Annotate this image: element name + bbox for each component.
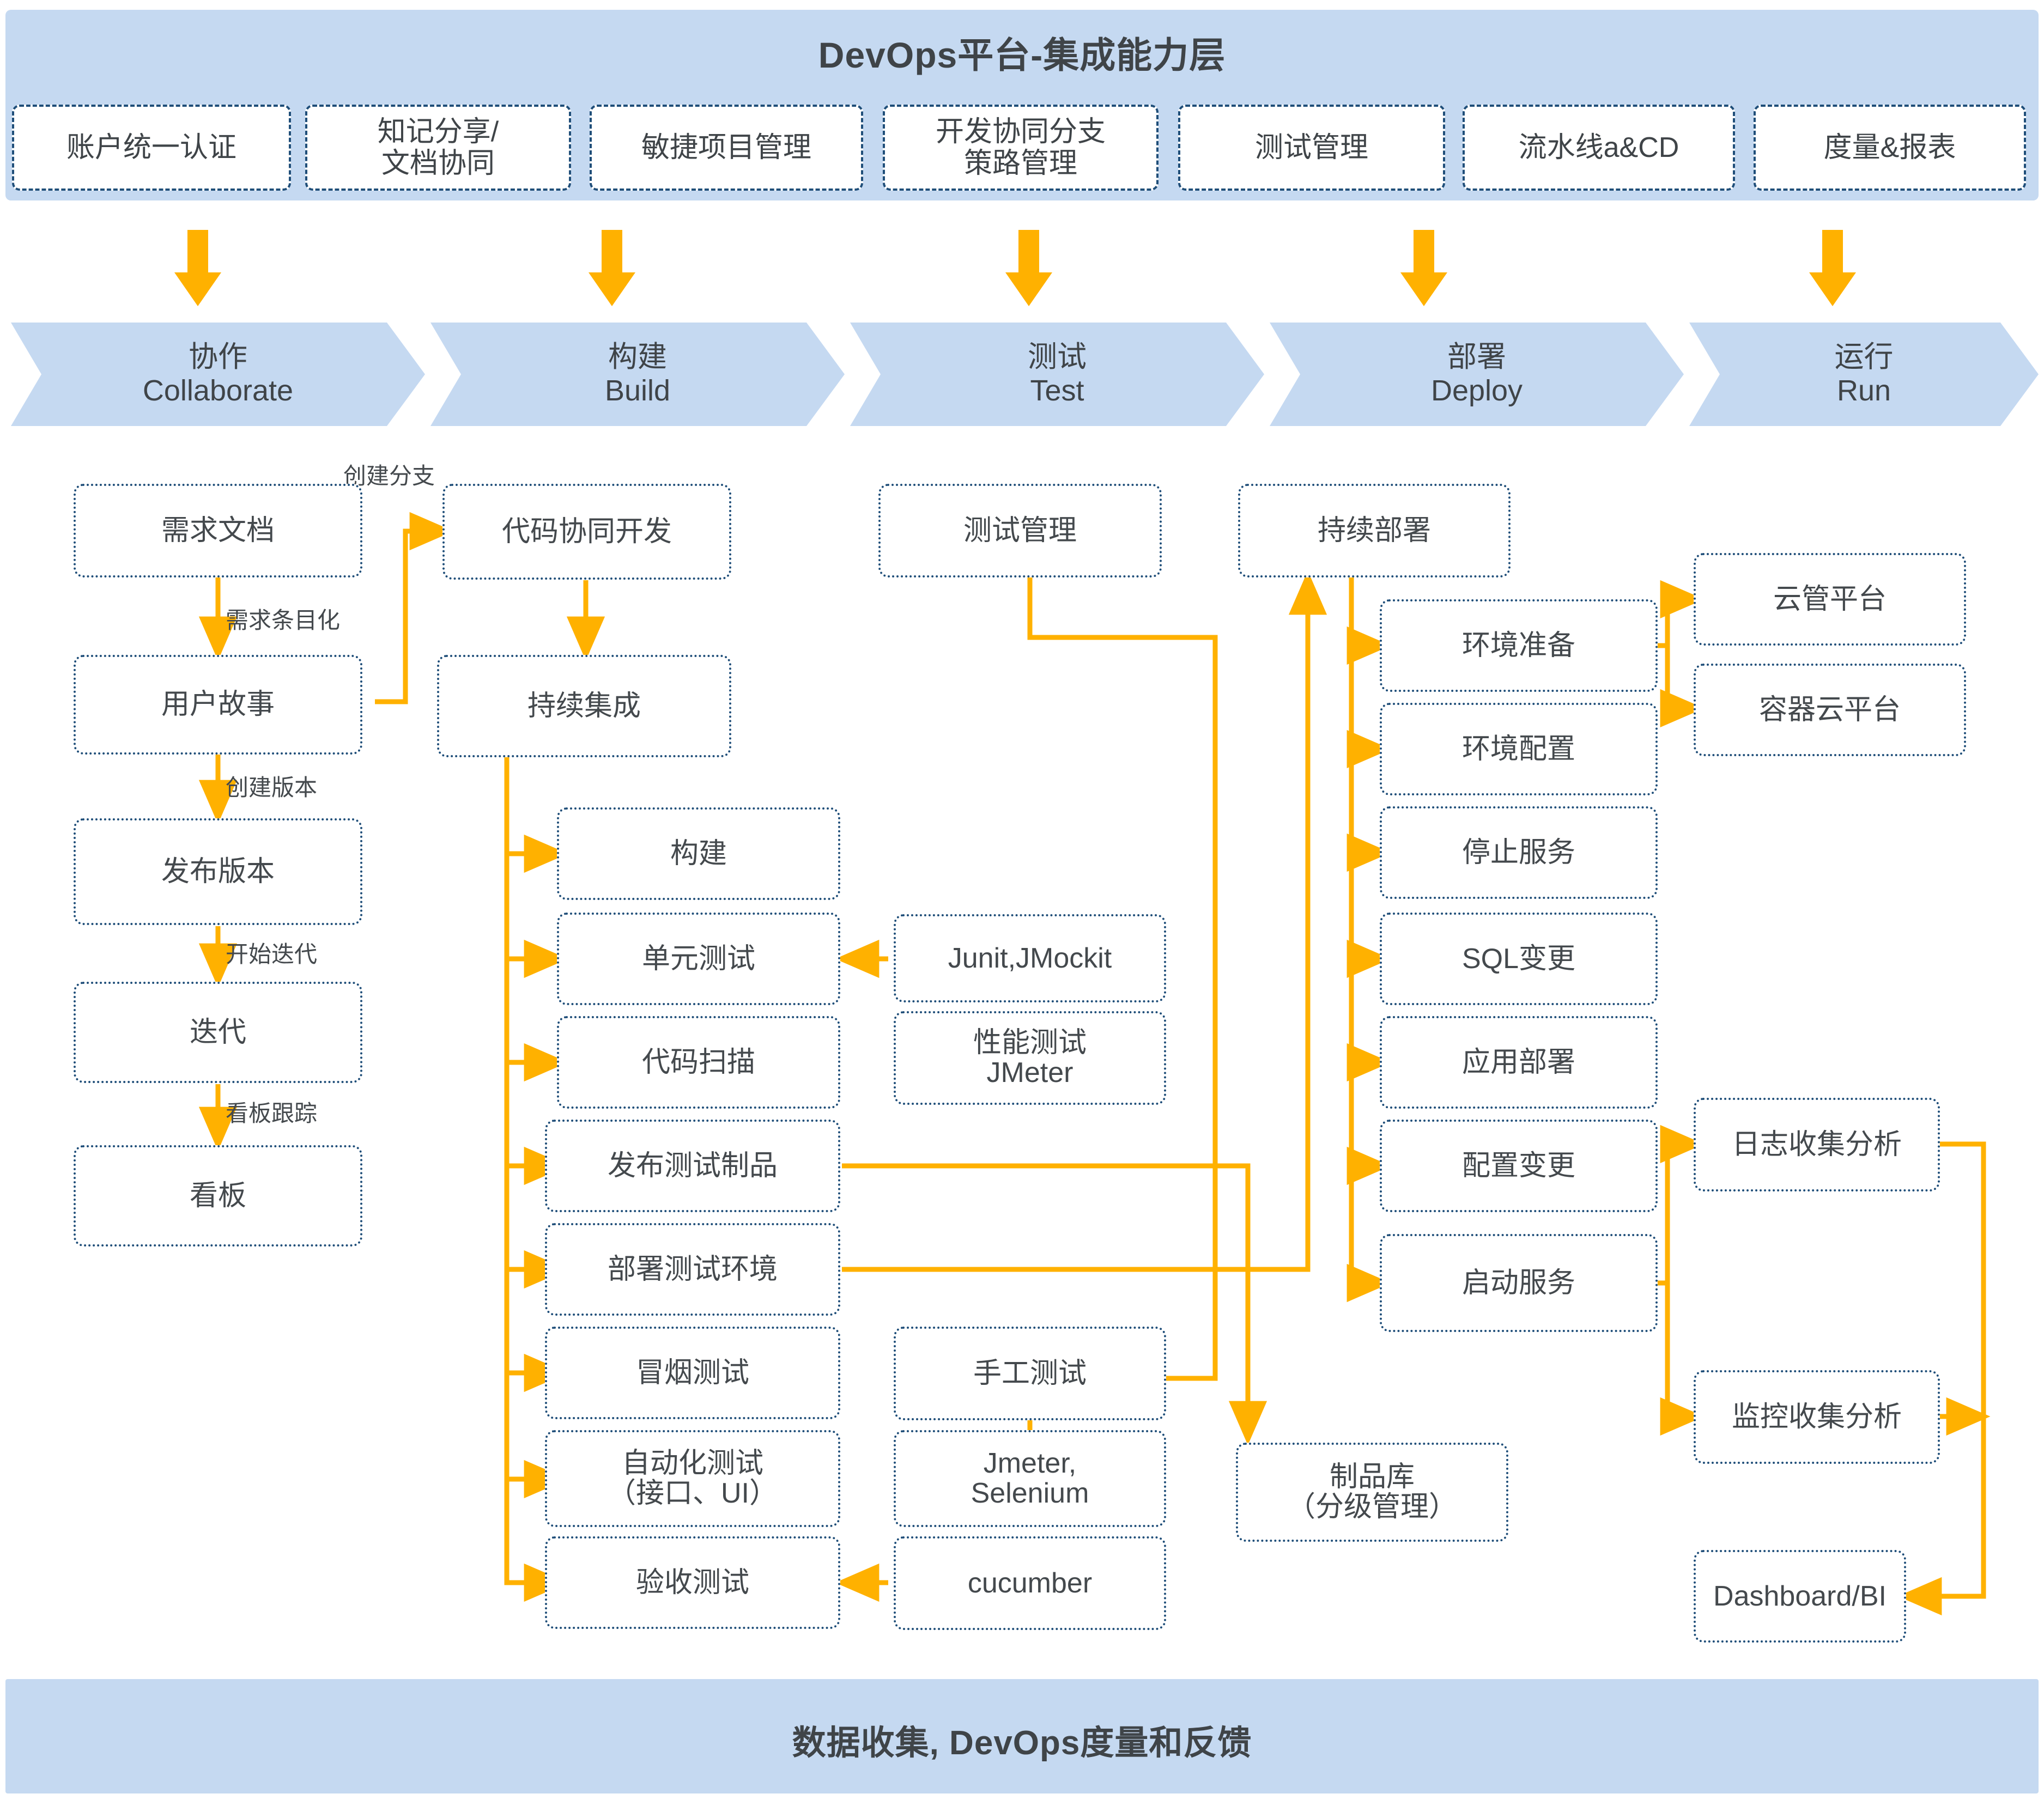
node-publish-test-artifact[interactable]: 发布测试制品	[545, 1120, 840, 1212]
phase-run-cn: 运行	[1834, 340, 1894, 374]
node-artifact-repo[interactable]: 制品库（分级管理）	[1236, 1443, 1508, 1542]
phase-test-en: Test	[1030, 374, 1084, 407]
down-arrow-build	[589, 230, 635, 306]
node-monitor-collect-analysis[interactable]: 监控收集分析	[1694, 1370, 1940, 1464]
node-unit-test[interactable]: 单元测试	[557, 913, 840, 1005]
node-deploy-test-env[interactable]: 部署测试环境	[545, 1223, 840, 1316]
data-feedback-banner	[5, 1679, 2039, 1793]
node-cucumber[interactable]: cucumber	[894, 1536, 1166, 1630]
phase-collaborate[interactable]: 协作 Collaborate	[11, 323, 425, 426]
node-container-cloud-platform[interactable]: 容器云平台	[1694, 664, 1966, 756]
down-arrow-collaborate	[174, 230, 221, 306]
node-release-version[interactable]: 发布版本	[74, 818, 362, 925]
node-continuous-deploy[interactable]: 持续部署	[1238, 484, 1511, 577]
node-automation-test[interactable]: 自动化测试（接口、UI）	[545, 1430, 840, 1527]
node-code-collab-dev[interactable]: 代码协同开发	[442, 484, 731, 580]
node-iteration[interactable]: 迭代	[74, 982, 362, 1083]
phase-run[interactable]: 运行 Run	[1689, 323, 2039, 426]
node-sql-change[interactable]: SQL变更	[1380, 913, 1658, 1005]
node-log-collect-analysis[interactable]: 日志收集分析	[1694, 1098, 1940, 1191]
node-user-story[interactable]: 用户故事	[74, 655, 362, 755]
node-junit-jmockit[interactable]: Junit,JMockit	[894, 914, 1166, 1002]
edge-label-start-iteration: 开始迭代	[226, 941, 318, 967]
node-start-service[interactable]: 启动服务	[1380, 1234, 1658, 1332]
edge-label-requirement-itemize: 需求条目化	[226, 607, 341, 633]
phase-collaborate-en: Collaborate	[142, 374, 294, 407]
capability-chip-branch-strategy[interactable]: 开发协同分支策路管理	[883, 105, 1159, 191]
node-config-change[interactable]: 配置变更	[1380, 1120, 1658, 1212]
phase-run-en: Run	[1836, 374, 1891, 407]
node-cloud-mgmt-platform[interactable]: 云管平台	[1694, 553, 1966, 646]
page-title: DevOps平台-集成能力层	[818, 35, 1226, 75]
capability-chip-agile-project[interactable]: 敏捷项目管理	[590, 105, 863, 191]
phase-deploy-cn: 部署	[1447, 340, 1506, 374]
capability-chip-account-auth[interactable]: 账户统一认证	[12, 105, 291, 191]
node-smoke-test[interactable]: 冒烟测试	[545, 1327, 840, 1419]
edge-label-create-version: 创建版本	[226, 775, 318, 800]
capability-chip-test-management[interactable]: 测试管理	[1178, 105, 1445, 191]
capability-chip-pipeline-cicd[interactable]: 流水线a&CD	[1463, 105, 1735, 191]
bottom-banner-title: 数据收集, DevOps度量和反馈	[792, 1724, 1252, 1762]
phase-build-en: Build	[604, 374, 671, 407]
node-stop-service[interactable]: 停止服务	[1380, 806, 1658, 899]
capability-chip-metrics-report[interactable]: 度量&报表	[1754, 105, 2026, 191]
phase-test[interactable]: 测试 Test	[850, 323, 1264, 426]
node-continuous-integration[interactable]: 持续集成	[437, 655, 731, 757]
node-build[interactable]: 构建	[557, 807, 840, 900]
edge-label-create-branch: 创建分支	[343, 463, 435, 489]
node-kanban[interactable]: 看板	[74, 1145, 362, 1246]
node-requirement-doc[interactable]: 需求文档	[74, 484, 362, 577]
edge-label-kanban-track: 看板跟踪	[226, 1100, 318, 1126]
node-code-scan[interactable]: 代码扫描	[557, 1016, 840, 1109]
node-test-management[interactable]: 测试管理	[878, 484, 1162, 577]
down-arrow-deploy	[1400, 230, 1447, 306]
down-arrow-run	[1809, 230, 1856, 306]
node-app-deploy[interactable]: 应用部署	[1380, 1016, 1658, 1109]
phase-build[interactable]: 构建 Build	[430, 323, 845, 426]
node-jmeter-selenium[interactable]: Jmeter,Selenium	[894, 1430, 1166, 1527]
node-env-prepare[interactable]: 环境准备	[1380, 599, 1658, 692]
phase-collaborate-cn: 协作	[189, 340, 247, 374]
node-manual-test[interactable]: 手工测试	[894, 1327, 1166, 1420]
node-dashboard-bi[interactable]: Dashboard/BI	[1694, 1550, 1906, 1643]
phase-deploy-en: Deploy	[1430, 374, 1523, 407]
down-arrow-test	[1005, 230, 1052, 306]
phase-test-cn: 测试	[1028, 340, 1087, 374]
node-acceptance-test[interactable]: 验收测试	[545, 1536, 840, 1629]
capability-chip-knowledge-doc[interactable]: 知记分享/文档协同	[305, 105, 571, 191]
phase-deploy[interactable]: 部署 Deploy	[1270, 323, 1684, 426]
node-env-config[interactable]: 环境配置	[1380, 703, 1658, 795]
phase-build-cn: 构建	[608, 340, 667, 374]
